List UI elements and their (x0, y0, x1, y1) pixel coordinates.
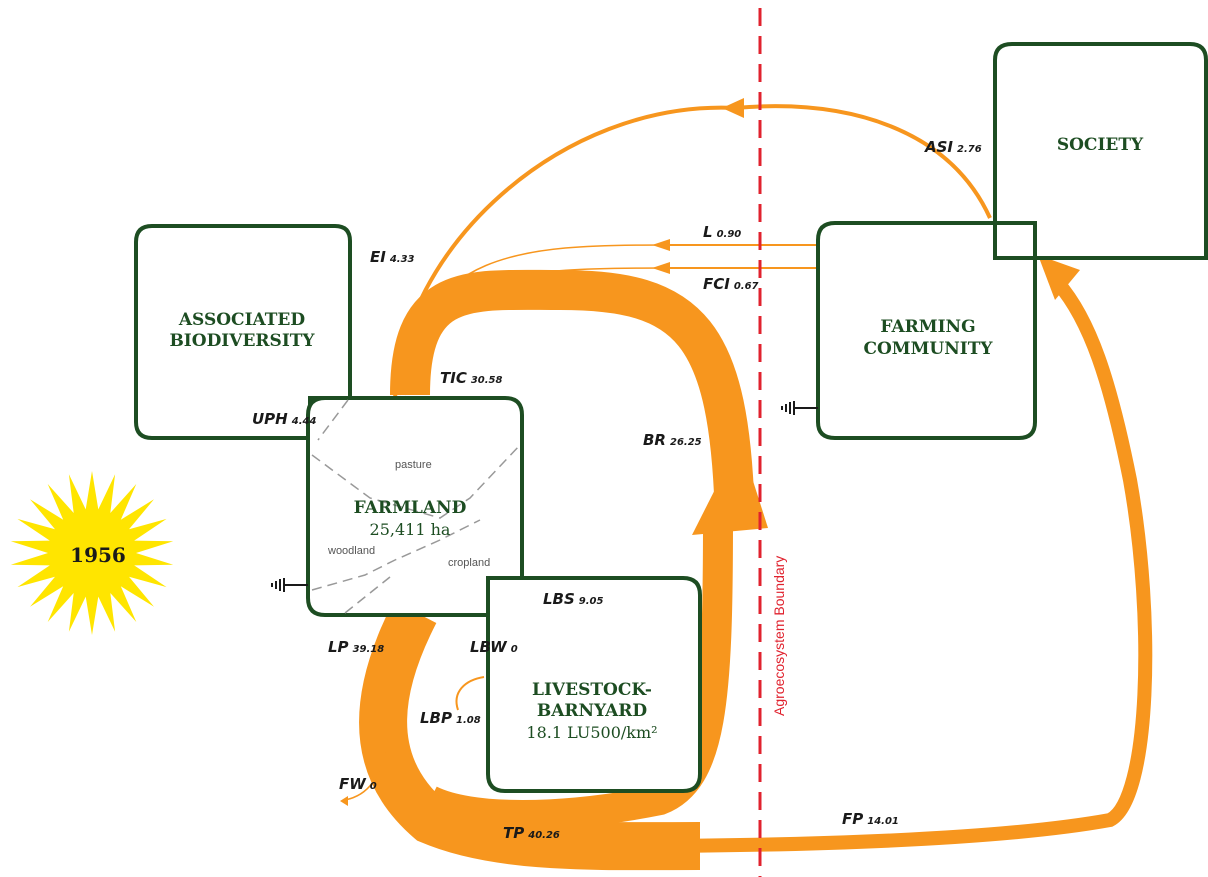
flow-value-lbs: 9.05 (579, 596, 604, 607)
flow-lbp (455, 676, 485, 711)
flow-ei (393, 105, 736, 401)
livestock-line1: LIVESTOCK- (532, 680, 652, 700)
ground-symbol-community (781, 401, 818, 415)
flow-label-lbp: LBP 1.08 (420, 709, 481, 727)
box-society (993, 42, 1208, 260)
flow-value-tic: 30.58 (471, 375, 503, 386)
flow-label-lp: LP 39.18 (328, 638, 384, 656)
flow-label-fp: FP 14.01 (842, 810, 899, 828)
flow-value-br: 26.25 (670, 437, 702, 448)
associated-biodiversity-line1: ASSOCIATED (178, 310, 306, 330)
farming-community-line2: COMMUNITY (863, 339, 993, 359)
flow-code-ei: EI (370, 248, 386, 266)
flow-label-tic: TIC 30.58 (440, 369, 503, 387)
flow-fw (344, 751, 386, 801)
flow-code-lbs: LBS (543, 590, 575, 608)
flow-value-l: 0.90 (717, 229, 742, 240)
livestock-line2: BARNYARD (537, 701, 648, 721)
land-use-cropland: cropland (448, 557, 490, 569)
flow-label-fci: FCI 0.67 (703, 275, 759, 293)
flow-br-arrowhead (692, 440, 768, 535)
farmland-title: FARMLAND (354, 498, 467, 518)
flow-label-asi: ASI 2.76 (924, 138, 982, 156)
box-farmland (306, 396, 524, 617)
flow-code-tp: TP (503, 824, 524, 842)
land-use-woodland: woodland (327, 545, 375, 557)
flow-code-asi: ASI (924, 138, 953, 156)
land-use-divider-2 (311, 444, 521, 519)
flow-code-l: L (703, 223, 713, 241)
flow-value-tp: 40.26 (527, 830, 560, 841)
flow-value-fw: 0 (370, 781, 377, 792)
flow-fp-arrowhead (1038, 255, 1080, 300)
year-label: 1956 (70, 543, 126, 567)
flow-lp (359, 601, 701, 871)
flow-code-lbw: LBW (470, 638, 508, 656)
flow-fp (619, 278, 1153, 853)
land-use-divider-1 (317, 399, 349, 441)
flow-value-asi: 2.76 (957, 144, 982, 155)
farming-community-line1: FARMING (880, 317, 975, 337)
flow-value-lbw: 0 (511, 644, 518, 655)
land-use-pasture: pasture (395, 459, 432, 471)
flow-value-lbp: 1.08 (456, 715, 481, 726)
flow-label-lbs: LBS 9.05 (543, 590, 604, 608)
box-livestock-barnyard (486, 576, 702, 793)
flow-label-br: BR 26.25 (643, 431, 702, 449)
livestock-density: 18.1 LU500/km² (526, 723, 657, 742)
flow-code-fp: FP (842, 810, 863, 828)
land-use-divider-3 (311, 519, 481, 591)
boundary-label: Agroecosystem Boundary (771, 556, 787, 716)
land-use-divider-4 (344, 576, 391, 614)
flow-label-l: L 0.90 (703, 223, 741, 241)
flow-value-uph: 4.44 (291, 416, 317, 427)
sun-icon (10, 471, 174, 635)
ground-symbol-farmland (271, 578, 308, 592)
flow-fw-arrowhead (340, 796, 348, 806)
associated-biodiversity-line2: BIODIVERSITY (169, 331, 315, 351)
flow-code-lp: LP (328, 638, 349, 656)
flow-asi (734, 104, 992, 219)
box-farming-community (816, 221, 1037, 440)
flow-code-fci: FCI (703, 275, 730, 293)
flow-code-tic: TIC (440, 369, 467, 387)
flow-value-fp: 14.01 (867, 816, 899, 827)
society-title: SOCIETY (1057, 135, 1144, 155)
flow-code-br: BR (643, 431, 666, 449)
flow-code-lbp: LBP (420, 709, 452, 727)
flow-value-ei: 4.33 (389, 254, 415, 265)
flow-tic-br-loop (390, 269, 755, 521)
flow-code-uph: UPH (252, 410, 288, 428)
farmland-area: 25,411 ha (370, 520, 451, 539)
flow-value-fci: 0.67 (734, 281, 759, 292)
flow-code-fw: FW (339, 775, 367, 793)
box-associated-biodiversity (134, 224, 352, 440)
flow-value-lp: 39.18 (353, 644, 385, 655)
